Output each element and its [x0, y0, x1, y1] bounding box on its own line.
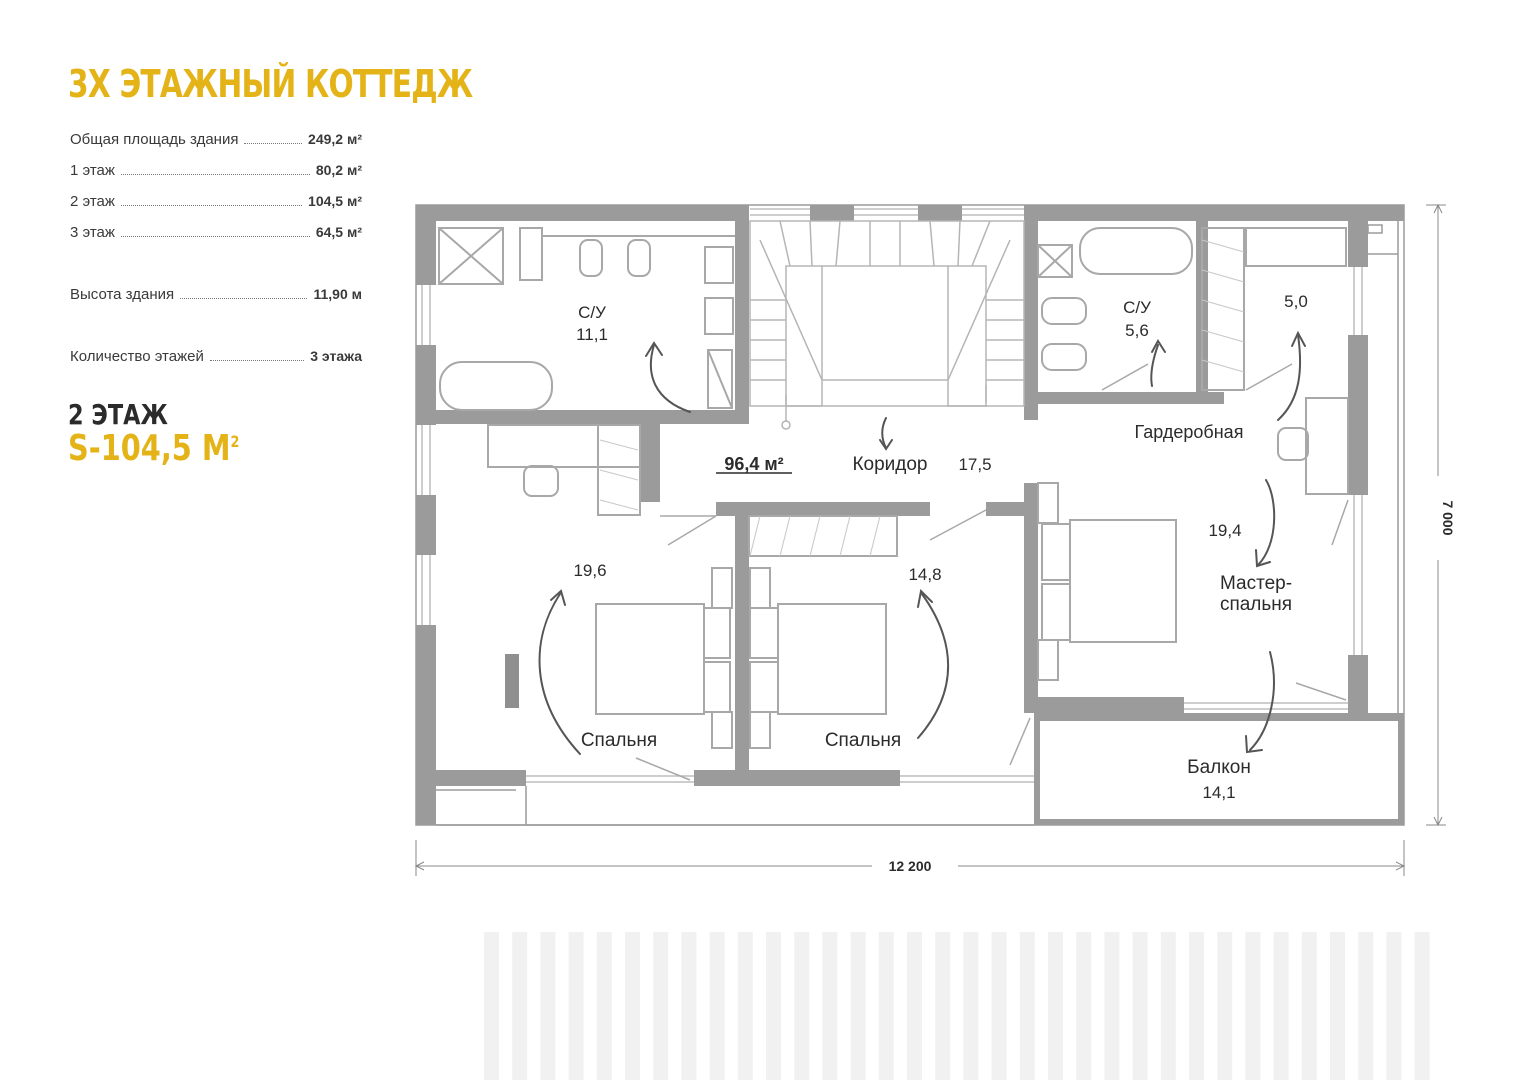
bath1-name: С/У: [578, 303, 606, 322]
dimension-labels: 12 200 7 000: [889, 500, 1456, 874]
spec-value: 80,2 м²: [315, 162, 362, 178]
floor-area: S-104,5 М2: [68, 428, 239, 469]
staircase: [749, 220, 1025, 430]
room-labels: С/У 11,1 С/У 5,6 5,0 Гардеробная 96,4 м²…: [573, 292, 1307, 802]
width-dimension: 12 200: [889, 858, 932, 874]
leader-dots: [244, 143, 303, 144]
spec-value: 3 этажа: [310, 348, 362, 364]
balcony-area: 14,1: [1202, 783, 1235, 802]
spec-height: Высота здания 11,90 м: [70, 286, 362, 317]
master-area: 19,4: [1208, 521, 1241, 540]
spec-total-area: Общая площадь здания 249,2 м²: [70, 131, 362, 162]
floor-area-superscript: 2: [230, 432, 240, 451]
wardrobe-hatching: [599, 239, 1245, 557]
bath1-area: 11,1: [576, 325, 608, 344]
spec-floor-2: 2 этаж 104,5 м²: [70, 193, 362, 224]
stripe: [1048, 932, 1063, 1080]
bed2-name: Спальня: [825, 730, 901, 751]
furniture: [438, 227, 1349, 749]
stripe: [878, 932, 894, 1080]
corridor-area: 17,5: [958, 455, 991, 474]
decorative-stripes: [484, 932, 1430, 1080]
stripe: [484, 932, 499, 1080]
bed2-area: 14,8: [908, 565, 941, 584]
corridor-name: Коридор: [852, 454, 927, 475]
floor-area-value: S-104,5 М: [68, 428, 231, 469]
bed1-name: Спальня: [581, 730, 657, 751]
stripe: [653, 932, 669, 1080]
spec-value: 104,5 м²: [308, 193, 362, 209]
stripe: [1245, 932, 1261, 1080]
balcony-name: Балкон: [1187, 757, 1251, 778]
height-dimension: 7 000: [1440, 500, 1456, 535]
stripe: [1358, 932, 1374, 1080]
stripe: [512, 932, 528, 1080]
wardrobe-name: Гардеробная: [1135, 422, 1244, 442]
stripe: [625, 932, 640, 1080]
bed1-area: 19,6: [573, 561, 606, 580]
spec-label: 2 этаж: [70, 193, 115, 210]
stripe: [822, 932, 838, 1080]
floor-label: 2 ЭТАЖ: [68, 398, 168, 431]
stripe: [963, 932, 979, 1080]
stripe: [1104, 932, 1120, 1080]
stripe: [1273, 932, 1289, 1080]
spec-label: Общая площадь здания: [70, 131, 239, 148]
flow-arrows: [538, 330, 1306, 755]
stripe: [1217, 932, 1233, 1080]
spec-label: 1 этаж: [70, 162, 115, 179]
spec-floor-3: 3 этаж 64,5 м²: [70, 224, 362, 255]
leader-dots: [120, 236, 310, 237]
wardrobe-area: 5,0: [1284, 292, 1308, 311]
stripe: [766, 932, 781, 1080]
stripe: [794, 932, 810, 1080]
stripe: [1330, 932, 1345, 1080]
windows: [421, 208, 1363, 783]
specs-list: Общая площадь здания 249,2 м² 1 этаж 80,2 …: [70, 131, 362, 379]
total-living-area: 96,4 м²: [724, 454, 783, 474]
spec-value: 11,90 м: [313, 286, 362, 302]
stripe: [568, 932, 584, 1080]
stripe: [1386, 932, 1402, 1080]
spec-floor-count: Количество этажей 3 этажа: [70, 348, 362, 379]
leader-dots: [180, 298, 308, 299]
dimension-lines: [414, 203, 1446, 876]
master-name-line1: Мастер-: [1220, 573, 1292, 594]
bath2-name: С/У: [1123, 298, 1151, 317]
stripe: [1189, 932, 1204, 1080]
stripe: [991, 932, 1007, 1080]
stripe: [540, 932, 556, 1080]
page-title: 3Х ЭТАЖНЫЙ КОТТЕДЖ: [68, 62, 473, 106]
leader-dots: [120, 205, 303, 206]
spec-value: 249,2 м²: [308, 131, 362, 147]
stripe: [907, 932, 922, 1080]
stripe: [1019, 932, 1035, 1080]
stripe: [1301, 932, 1317, 1080]
walls: [416, 205, 1404, 825]
spec-label: Количество этажей: [70, 348, 204, 365]
outline-lines: [415, 204, 1405, 826]
stripe: [1160, 932, 1176, 1080]
spec-value: 64,5 м²: [315, 224, 362, 240]
stripe: [681, 932, 697, 1080]
stripe: [737, 932, 753, 1080]
stripe: [850, 932, 866, 1080]
spec-label: Высота здания: [70, 286, 175, 303]
door-swings: [635, 363, 1349, 781]
stripe: [709, 932, 725, 1080]
stripe: [1132, 932, 1148, 1080]
leader-dots: [120, 174, 310, 175]
stripe: [596, 932, 612, 1080]
stripe: [1076, 932, 1092, 1080]
leader-dots: [209, 360, 305, 361]
bath2-area: 5,6: [1125, 321, 1149, 340]
stripe: [935, 932, 951, 1080]
spec-label: 3 этаж: [70, 224, 115, 241]
stripe: [1414, 932, 1430, 1080]
spec-floor-1: 1 этаж 80,2 м²: [70, 162, 362, 193]
master-name-line2: спальня: [1220, 594, 1292, 615]
